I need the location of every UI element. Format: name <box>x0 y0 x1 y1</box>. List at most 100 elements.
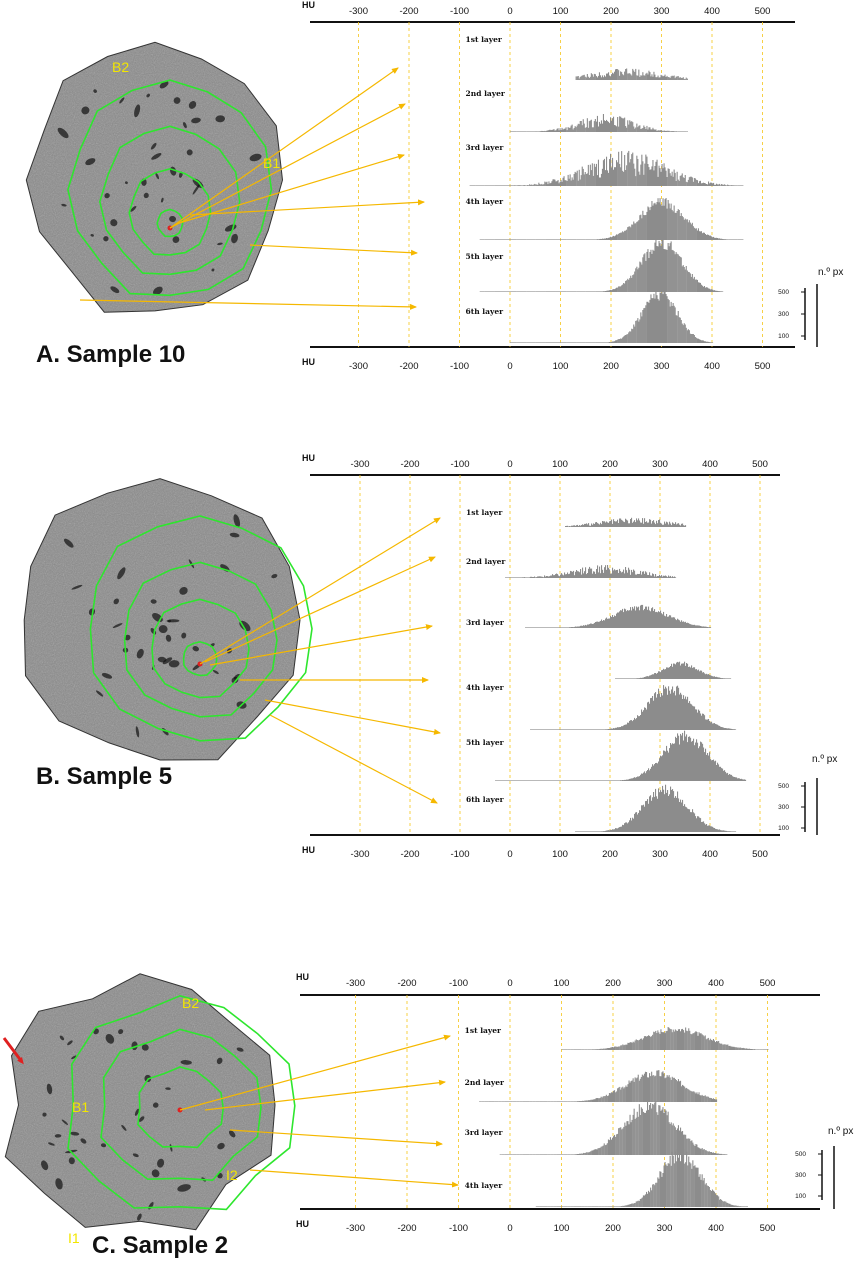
histogram-bar <box>603 342 605 343</box>
histogram-bar <box>597 565 599 578</box>
histogram-bar <box>584 76 586 80</box>
histogram-bar <box>601 524 603 527</box>
histogram-bar <box>602 342 604 343</box>
histogram-bar <box>580 525 582 527</box>
histogram-bar <box>665 170 667 186</box>
histogram-bar <box>535 131 537 132</box>
histogram-bar <box>606 830 608 832</box>
histogram-bar <box>686 807 688 832</box>
pore <box>215 115 226 123</box>
histogram-bar <box>666 250 668 292</box>
histogram-bar <box>545 1101 547 1102</box>
histogram-bar <box>644 1194 646 1207</box>
pore <box>182 122 187 129</box>
histogram-bar <box>611 341 613 343</box>
histogram-bar <box>703 286 705 292</box>
histogram-bar <box>649 519 651 527</box>
histogram-bar <box>571 177 573 186</box>
histogram-bar <box>668 616 670 628</box>
histogram-bar <box>686 663 688 679</box>
histogram-bar <box>672 1029 674 1050</box>
histogram-bar <box>699 746 701 781</box>
histogram-bar <box>719 238 721 240</box>
histogram-bar <box>620 167 622 186</box>
histogram-bar <box>518 185 520 186</box>
histogram-bar <box>697 338 699 343</box>
histogram-bar <box>619 678 621 679</box>
histogram-bar <box>648 70 650 80</box>
histogram-bar <box>600 831 602 832</box>
histogram-bar <box>675 1130 677 1155</box>
histogram-bar <box>592 342 594 343</box>
histogram-bar <box>549 627 551 628</box>
histogram-bar <box>692 1142 694 1155</box>
histogram-bar <box>692 334 694 343</box>
histogram-bar <box>669 1077 671 1102</box>
histogram-bar <box>710 1152 712 1155</box>
histogram-bar <box>646 709 648 730</box>
histogram-bar <box>657 1177 659 1207</box>
histogram-bar <box>489 239 491 240</box>
histogram-bar <box>710 235 712 240</box>
histogram-bar <box>641 677 643 679</box>
histogram-bar <box>649 210 651 240</box>
ct-slice-image <box>5 973 276 1230</box>
histogram-bar <box>651 1190 653 1207</box>
histogram-bar <box>734 831 736 832</box>
histogram-bar <box>629 278 631 292</box>
histogram-bar <box>570 1154 572 1155</box>
histogram-bar <box>491 185 493 186</box>
histogram-bar <box>616 727 618 730</box>
histogram-bar <box>642 128 644 132</box>
histogram-bar <box>562 574 564 578</box>
histogram-bar <box>692 809 694 832</box>
histogram-bar <box>632 1078 634 1102</box>
histogram-bar <box>695 228 697 240</box>
histogram-bar <box>569 127 571 132</box>
histogram-bar <box>508 185 510 186</box>
histogram-bar <box>641 154 643 186</box>
histogram-bar <box>544 575 546 578</box>
histogram-bar <box>698 709 700 730</box>
histogram-bar <box>680 1080 682 1102</box>
histogram-bar <box>506 239 508 240</box>
histogram-bar <box>584 291 586 292</box>
histogram-bar <box>635 777 637 781</box>
histogram-bar <box>517 185 519 186</box>
histogram-bar <box>673 205 675 240</box>
histogram-bar <box>684 175 686 186</box>
histogram-bar <box>669 615 671 628</box>
histogram-bar <box>683 219 685 240</box>
histogram-bar <box>552 239 554 240</box>
histogram-bar <box>723 1201 725 1207</box>
histogram-bar <box>698 231 700 240</box>
histogram-bar <box>516 342 518 343</box>
histogram-bar <box>662 1071 664 1102</box>
x-tick-label-bottom: 100 <box>553 361 569 372</box>
histogram-bar <box>744 779 746 781</box>
histogram-bar <box>672 211 674 240</box>
histogram-bar <box>598 1206 600 1207</box>
histogram-bar <box>611 120 613 132</box>
histogram-bar <box>543 239 545 240</box>
histogram-bar <box>611 780 613 781</box>
pore <box>191 117 201 124</box>
histogram-bar <box>612 1137 614 1155</box>
histogram-bar <box>600 729 602 730</box>
histogram-bar <box>694 745 696 781</box>
histogram-bar <box>703 232 705 240</box>
histogram-bar <box>672 576 674 578</box>
histogram-bar <box>499 780 501 781</box>
pore <box>57 127 69 139</box>
histogram-bar <box>754 1049 756 1050</box>
histogram-bar <box>634 1203 636 1207</box>
histogram-bar <box>635 574 637 578</box>
histogram-bar <box>693 1166 695 1207</box>
histogram-bar <box>669 243 671 292</box>
histogram-bar <box>516 185 518 186</box>
histogram-bar <box>731 1204 733 1207</box>
histogram-bar <box>706 754 708 781</box>
histogram-bar <box>614 71 616 80</box>
histogram-bar <box>660 204 662 240</box>
